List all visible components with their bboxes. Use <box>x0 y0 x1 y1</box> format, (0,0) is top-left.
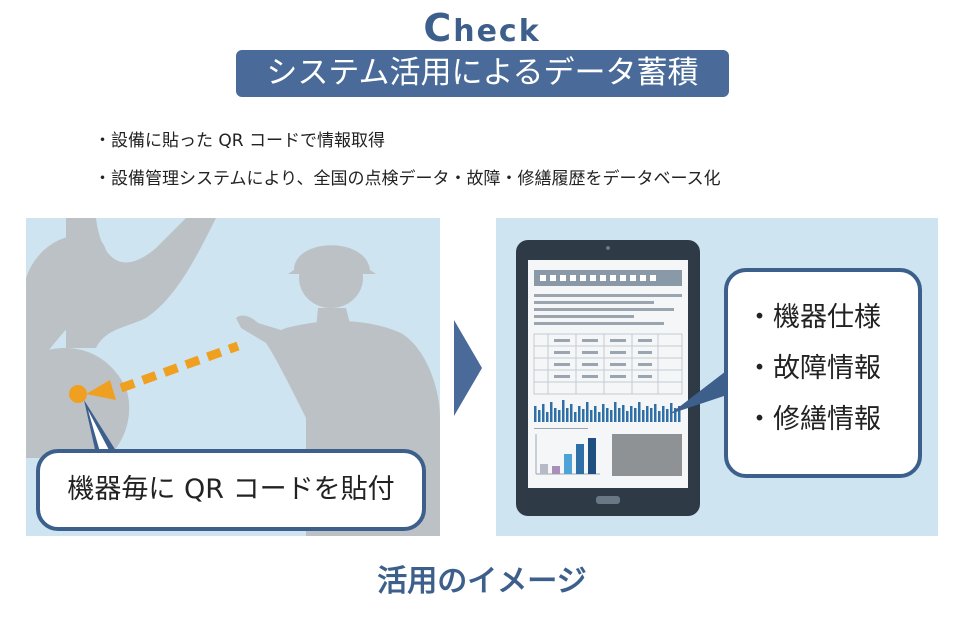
chevron-right-icon <box>454 320 482 416</box>
info-item-failure: ・故障情報 <box>746 353 881 384</box>
check-heading-rest: heck <box>453 14 541 49</box>
qr-code-marker <box>69 385 87 403</box>
check-heading: Check <box>0 6 964 50</box>
qr-callout: 機器毎に QR コードを貼付 <box>36 449 426 531</box>
equipment-silhouette <box>26 218 216 458</box>
home-button <box>596 496 620 504</box>
qr-scan-beam <box>69 341 240 403</box>
tablet-svg <box>516 240 730 516</box>
bullet-database: ・設備管理システムにより、全国の点検データ・故障・修繕履歴をデータベース化 <box>94 169 721 189</box>
info-callout: ・機器仕様 ・故障情報 ・修繕情報 <box>724 268 922 478</box>
bullet-qr: ・設備に貼った QR コードで情報取得 <box>94 131 385 151</box>
check-heading-initial: C <box>423 6 454 50</box>
caption: 活用のイメージ <box>377 564 587 599</box>
title-banner: システム活用によるデータ蓄積 <box>236 50 729 97</box>
screen-bar-strip <box>534 400 681 422</box>
info-item-repair: ・修繕情報 <box>746 404 881 435</box>
info-item-spec: ・機器仕様 <box>746 302 881 333</box>
